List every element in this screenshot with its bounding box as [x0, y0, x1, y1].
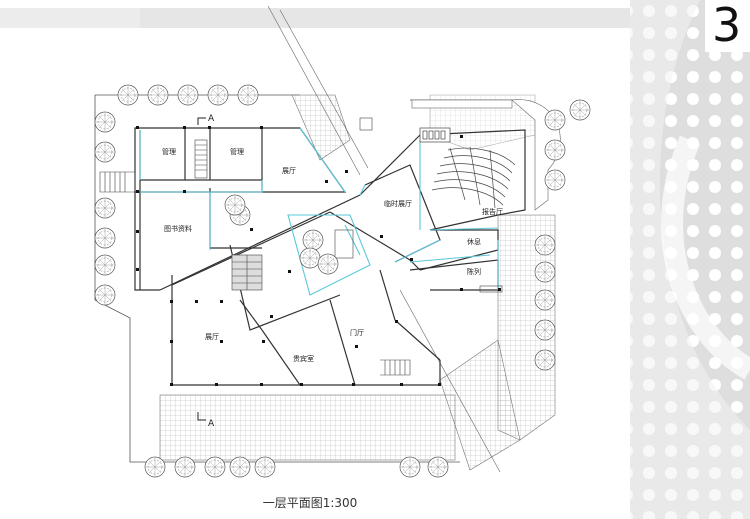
- section-mark-bottom: A: [197, 412, 215, 429]
- room-label-vip-room: 贵宾室: [293, 354, 314, 363]
- axis-lines: [267, 5, 501, 473]
- decorative-dot-panel: [630, 0, 750, 519]
- drawing-caption: 一层平面图1:300: [262, 496, 358, 510]
- room-labels: 管理 管理 展厅 图书资料 临时展厅 报告厅 休息 陈列 展厅 门厅 贵宾室: [162, 147, 503, 363]
- glazing: [139, 127, 499, 296]
- room-label-exhibition-hall-upper: 展厅: [282, 167, 296, 175]
- room-label-exhibition-hall-lower: 展厅: [205, 333, 219, 341]
- stairs: [99, 117, 503, 376]
- room-label-library-archive: 图书资料: [164, 224, 192, 233]
- section-mark-top-label: A: [208, 114, 215, 124]
- room-label-entrance-hall: 门厅: [350, 328, 364, 337]
- room-label-temporary-exhibition: 临时展厅: [384, 199, 412, 208]
- section-mark-bottom-label: A: [208, 419, 215, 429]
- lecture-hall-seating: [419, 127, 516, 209]
- section-mark-top: A: [197, 114, 215, 125]
- room-label-display: 陈列: [467, 267, 481, 276]
- room-label-rest: 休息: [467, 237, 481, 246]
- room-label-lecture-hall: 报告厅: [482, 207, 503, 216]
- header-band: [0, 8, 630, 28]
- room-label-management-2: 管理: [230, 147, 244, 156]
- page-number: 3: [712, 0, 742, 52]
- paving: [159, 94, 561, 471]
- room-label-management-1: 管理: [162, 147, 176, 156]
